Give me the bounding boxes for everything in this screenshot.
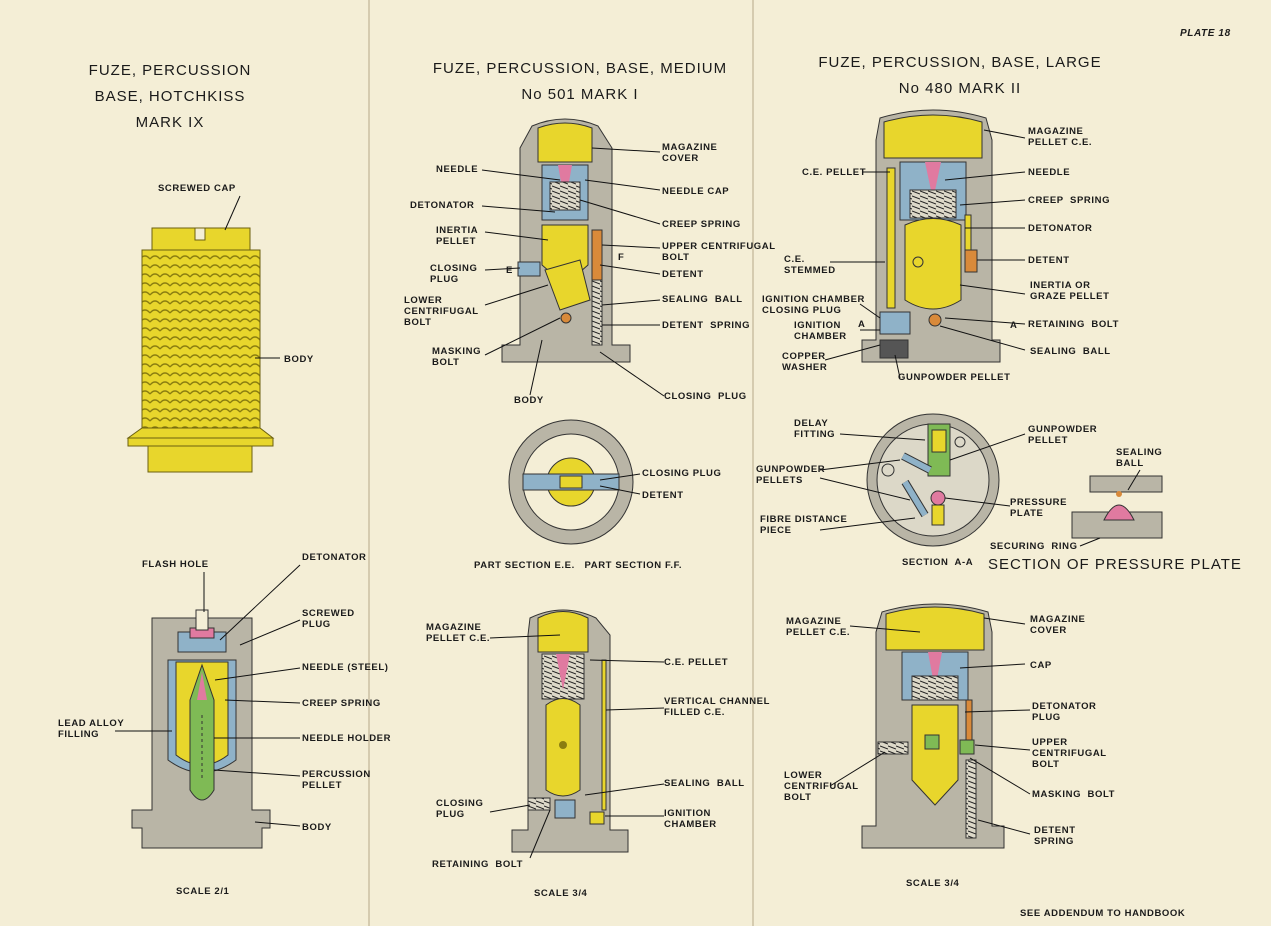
label-needle-holder: NEEDLE HOLDER: [302, 733, 392, 744]
label-pressure-plate: PRESSURE PLATE: [1010, 497, 1068, 519]
medium-fuze-section: [501, 118, 631, 363]
label-copper-washer: COPPER WASHER: [782, 351, 828, 373]
label-percussion-pellet: PERCUSSION PELLET: [302, 769, 371, 791]
label-detonator: DETONATOR: [302, 552, 367, 563]
medium-fuze-bottom-section: [511, 609, 629, 853]
label-detent-spring: DETENT SPRING: [662, 320, 751, 331]
label-closing-plug-bottom: CLOSING PLUG: [664, 391, 747, 402]
label-screwed-plug: SCREWED PLUG: [302, 608, 355, 630]
label-closing-plug-lower: CLOSING PLUG: [436, 798, 484, 820]
label-lead-alloy: LEAD ALLOY FILLING: [58, 718, 125, 740]
label-magazine-cover: MAGAZINE COVER: [1030, 614, 1086, 636]
label-lower-centrifugal-bolt: LOWER CENTRIFUGAL BOLT: [404, 295, 479, 328]
page-fold: [752, 0, 754, 926]
large-fuze-bottom-section: [861, 603, 1005, 849]
pressure-plate-section: [1071, 475, 1163, 539]
label-masking-bolt: MASKING BOLT: [432, 346, 482, 368]
label-magazine-pellet-ce-bottom: MAGAZINE PELLET C.E.: [786, 616, 851, 638]
label-flash-hole: FLASH HOLE: [142, 559, 209, 570]
caption-part-section: PART SECTION E.E. PART SECTION F.F.: [474, 560, 683, 571]
label-needle-steel: NEEDLE (STEEL): [302, 662, 389, 673]
label-ignition-chamber: IGNITION CHAMBER: [794, 320, 847, 342]
label-body: BODY: [284, 354, 314, 365]
label-f: F: [618, 252, 625, 263]
label-ce-stemmed: C.E. STEMMED: [784, 254, 836, 276]
label-inertia-pellet: INERTIA PELLET: [436, 225, 479, 247]
scale-middle: SCALE 3/4: [534, 888, 588, 899]
label-e: E: [506, 265, 513, 276]
label-cap: CAP: [1030, 660, 1052, 671]
label-ignition-chamber: IGNITION CHAMBER: [664, 808, 717, 830]
label-a-right: A: [1010, 320, 1018, 331]
label-inertia-graze-pellet: INERTIA OR GRAZE PELLET: [1030, 280, 1110, 302]
label-closing-plug: CLOSING PLUG: [430, 263, 478, 285]
leader-lines: [115, 129, 1141, 859]
label-body: BODY: [514, 395, 544, 406]
label-detonator-plug: DETONATOR PLUG: [1032, 701, 1097, 723]
label-detonator: DETONATOR: [410, 200, 475, 211]
scale-right: SCALE 3/4: [906, 878, 960, 889]
label-upper-centrifugal-bolt: UPPER CENTRIFUGAL BOLT: [1032, 737, 1107, 770]
label-sealing-ball-bottom: SEALING BALL: [664, 778, 745, 789]
caption-section-aa: SECTION A-A: [902, 557, 974, 568]
label-detent: DETENT: [662, 269, 704, 280]
label-fibre-distance-piece: FIBRE DISTANCE PIECE: [760, 514, 848, 536]
label-sealing-ball: SEALING BALL: [1030, 346, 1111, 357]
section-a-a-view: [866, 413, 1000, 547]
addendum-note: SEE ADDENDUM TO HANDBOOK: [1020, 908, 1186, 919]
label-masking-bolt: MASKING BOLT: [1032, 789, 1116, 800]
label-delay-fitting: DELAY FITTING: [794, 418, 836, 440]
label-closing-plug-section: CLOSING PLUG: [642, 468, 722, 479]
label-body-section: BODY: [302, 822, 332, 833]
label-retaining-bolt: RETAINING BOLT: [432, 859, 523, 870]
label-needle: NEEDLE: [436, 164, 479, 175]
label-detent-section: DETENT: [642, 490, 684, 501]
caption-section-pressure-plate: SECTION OF PRESSURE PLATE: [988, 556, 1242, 573]
label-magazine-pellet-ce: MAGAZINE PELLET C.E.: [1028, 126, 1093, 148]
page-fold: [368, 0, 370, 926]
label-screwed-cap: SCREWED CAP: [158, 183, 236, 194]
label-detent-spring: DETENT SPRING: [1034, 825, 1076, 847]
label-sealing-ball-plate: SEALING BALL: [1116, 447, 1163, 469]
label-ce-pellet: C.E. PELLET: [664, 657, 729, 668]
label-retaining-bolt: RETAINING BOLT: [1028, 319, 1119, 330]
label-ce-pellet: C.E. PELLET: [802, 167, 867, 178]
label-a-left: A: [858, 319, 866, 330]
label-upper-centrifugal-bolt: UPPER CENTRIFUGAL BOLT: [662, 241, 776, 263]
hotchkiss-section-view: [131, 609, 271, 849]
label-needle: NEEDLE: [1028, 167, 1071, 178]
label-vertical-channel: VERTICAL CHANNEL FILLED C.E.: [664, 696, 771, 718]
hotchkiss-external-view: [126, 227, 275, 473]
label-sealing-ball: SEALING BALL: [662, 294, 743, 305]
label-needle-cap: NEEDLE CAP: [662, 186, 730, 197]
label-magazine-pellet: MAGAZINE PELLET C.E.: [426, 622, 491, 644]
plate-number: PLATE 18: [1180, 28, 1231, 39]
large-fuze-section: [861, 109, 1001, 363]
label-gunpowder-pellet-aa: GUNPOWDER PELLET: [1028, 424, 1098, 446]
label-gunpowder-pellet: GUNPOWDER PELLET: [898, 372, 1011, 383]
label-magazine-cover: MAGAZINE COVER: [662, 142, 718, 164]
label-gunpowder-pellets: GUNPOWDER PELLETS: [756, 464, 826, 486]
label-detonator: DETONATOR: [1028, 223, 1093, 234]
label-lower-centrifugal-bolt: LOWER CENTRIFUGAL BOLT: [784, 770, 859, 803]
scale-left: SCALE 2/1: [176, 886, 230, 897]
medium-round-section: [508, 419, 634, 545]
label-creep-spring: CREEP SPRING: [1028, 195, 1111, 206]
label-securing-ring: SECURING RING: [990, 541, 1078, 552]
label-ignition-closing-plug: IGNITION CHAMBER CLOSING PLUG: [762, 294, 866, 316]
label-detent: DETENT: [1028, 255, 1070, 266]
label-creep-spring: CREEP SPRING: [662, 219, 741, 230]
label-creep-spring: CREEP SPRING: [302, 698, 381, 709]
